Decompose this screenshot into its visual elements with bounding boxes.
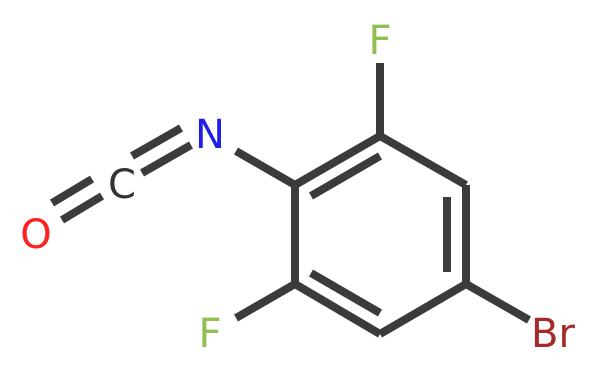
ring-bond-c5-c6 <box>292 280 383 338</box>
bond-nitrogen-carbon-2 <box>130 124 183 160</box>
atom-nitrogen: N <box>195 112 225 158</box>
bond-fluorine-bottom <box>234 280 297 322</box>
ring-bond-c4-c5 <box>377 280 469 338</box>
atom-fluorine-top: F <box>368 18 391 64</box>
ring-bond-c1-c2 <box>293 132 382 189</box>
bond-carbon-oxygen-2 <box>49 175 95 207</box>
ring-bond-c1-c2-inner <box>308 152 383 200</box>
bond-nitrogen-carbon-1 <box>140 141 193 177</box>
atom-carbon-isocyanate: C <box>108 162 136 208</box>
bond-bromine <box>464 280 531 324</box>
bond-ring-nitrogen <box>234 147 297 189</box>
atom-fluorine-bottom: F <box>198 311 221 357</box>
ring-bond-c5-c6-inner <box>308 269 383 317</box>
bond-carbon-oxygen-1 <box>59 192 105 224</box>
atom-bromine: Br <box>531 311 575 357</box>
ring-bond-c2-c3 <box>378 132 468 189</box>
atom-oxygen: O <box>20 212 51 258</box>
